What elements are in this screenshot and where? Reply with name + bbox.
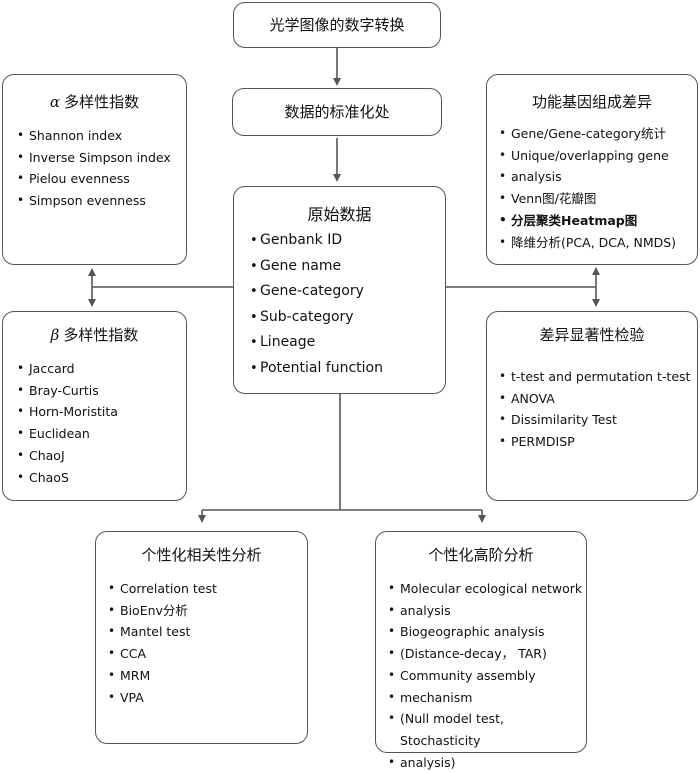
beta-title-text: 多样性指数 xyxy=(63,326,139,344)
list-item: Potential function xyxy=(250,356,445,382)
list-item: Dissimilarity Test xyxy=(499,409,697,431)
list-item: mechanism xyxy=(388,687,586,709)
list-item: (Distance-decay， TAR) xyxy=(388,643,586,665)
list-item: Euclidean xyxy=(17,423,186,445)
list-item: Genbank ID xyxy=(250,228,445,254)
alpha-title-text: 多样性指数 xyxy=(64,93,140,111)
alpha-diversity-list: Shannon index Inverse Simpson index Piel… xyxy=(17,125,186,212)
list-item: analysis xyxy=(388,600,586,622)
list-item: t-test and permutation t-test xyxy=(499,366,697,388)
list-item: Correlation test xyxy=(108,578,307,600)
list-item: PERMDISP xyxy=(499,431,697,453)
list-item: Unique/overlapping gene xyxy=(499,145,697,167)
list-item: Simpson evenness xyxy=(17,190,186,212)
list-item: Bray-Curtis xyxy=(17,380,186,402)
list-item: Molecular ecological network xyxy=(388,578,586,600)
list-item: (Null model test, Stochasticity xyxy=(388,708,586,751)
standardization-title: 数据的标准化处 xyxy=(284,103,390,121)
functional-gene-title: 功能基因组成差异 xyxy=(531,93,652,111)
list-item: MRM xyxy=(108,665,307,687)
top-box-digital-conversion: 光学图像的数字转换 xyxy=(233,2,441,48)
significance-test-box: 差异显著性检验 t-test and permutation t-test AN… xyxy=(486,311,698,501)
list-item: 降维分析(PCA, DCA, NMDS) xyxy=(499,232,697,254)
beta-diversity-list: Jaccard Bray-Curtis Horn-Moristita Eucli… xyxy=(17,358,186,488)
list-item: Gene name xyxy=(250,254,445,280)
advanced-analysis-list: Molecular ecological network analysis Bi… xyxy=(388,578,586,773)
correlation-analysis-title: 个性化相关性分析 xyxy=(141,546,262,564)
beta-symbol: β xyxy=(50,326,60,344)
list-item: analysis) xyxy=(388,752,586,773)
list-item: Lineage xyxy=(250,330,445,356)
list-item: CCA xyxy=(108,643,307,665)
list-item: Community assembly xyxy=(388,665,586,687)
list-item: Biogeographic analysis xyxy=(388,621,586,643)
list-item: VPA xyxy=(108,687,307,709)
list-item: Horn-Moristita xyxy=(17,401,186,423)
list-item: Shannon index xyxy=(17,125,186,147)
top-box-standardization: 数据的标准化处 xyxy=(232,88,442,136)
functional-gene-box: 功能基因组成差异 Gene/Gene-category统计 Unique/ove… xyxy=(486,74,698,265)
functional-gene-list: Gene/Gene-category统计 Unique/overlapping … xyxy=(499,123,697,253)
alpha-symbol: α xyxy=(49,93,61,111)
list-item: Gene-category xyxy=(250,279,445,305)
advanced-analysis-title: 个性化高阶分析 xyxy=(428,546,534,564)
significance-test-list: t-test and permutation t-test ANOVA Diss… xyxy=(499,366,697,453)
raw-data-title: 原始数据 xyxy=(307,205,372,224)
list-item: analysis xyxy=(499,166,697,188)
correlation-analysis-box: 个性化相关性分析 Correlation test BioEnv分析 Mante… xyxy=(95,531,308,744)
list-item: ChaoS xyxy=(17,467,186,489)
significance-test-title: 差异显著性检验 xyxy=(539,326,645,344)
list-item: BioEnv分析 xyxy=(108,600,307,622)
correlation-analysis-list: Correlation test BioEnv分析 Mantel test CC… xyxy=(108,578,307,708)
list-item: Inverse Simpson index xyxy=(17,147,186,169)
connector-lines xyxy=(88,48,600,523)
list-item: Jaccard xyxy=(17,358,186,380)
top-box-title: 光学图像的数字转换 xyxy=(269,16,405,34)
list-item: Gene/Gene-category统计 xyxy=(499,123,697,145)
list-item: Pielou evenness xyxy=(17,168,186,190)
list-item: Venn图/花瓣图 xyxy=(499,188,697,210)
list-item: 分层聚类Heatmap图 xyxy=(499,210,697,232)
raw-data-list: Genbank ID Gene name Gene-category Sub-c… xyxy=(250,228,445,381)
advanced-analysis-box: 个性化高阶分析 Molecular ecological network ana… xyxy=(375,531,587,773)
center-box-raw-data: 原始数据 Genbank ID Gene name Gene-category … xyxy=(233,186,446,394)
list-item: ANOVA xyxy=(499,388,697,410)
list-item: Mantel test xyxy=(108,621,307,643)
list-item: Sub-category xyxy=(250,305,445,331)
list-item: ChaoJ xyxy=(17,445,186,467)
